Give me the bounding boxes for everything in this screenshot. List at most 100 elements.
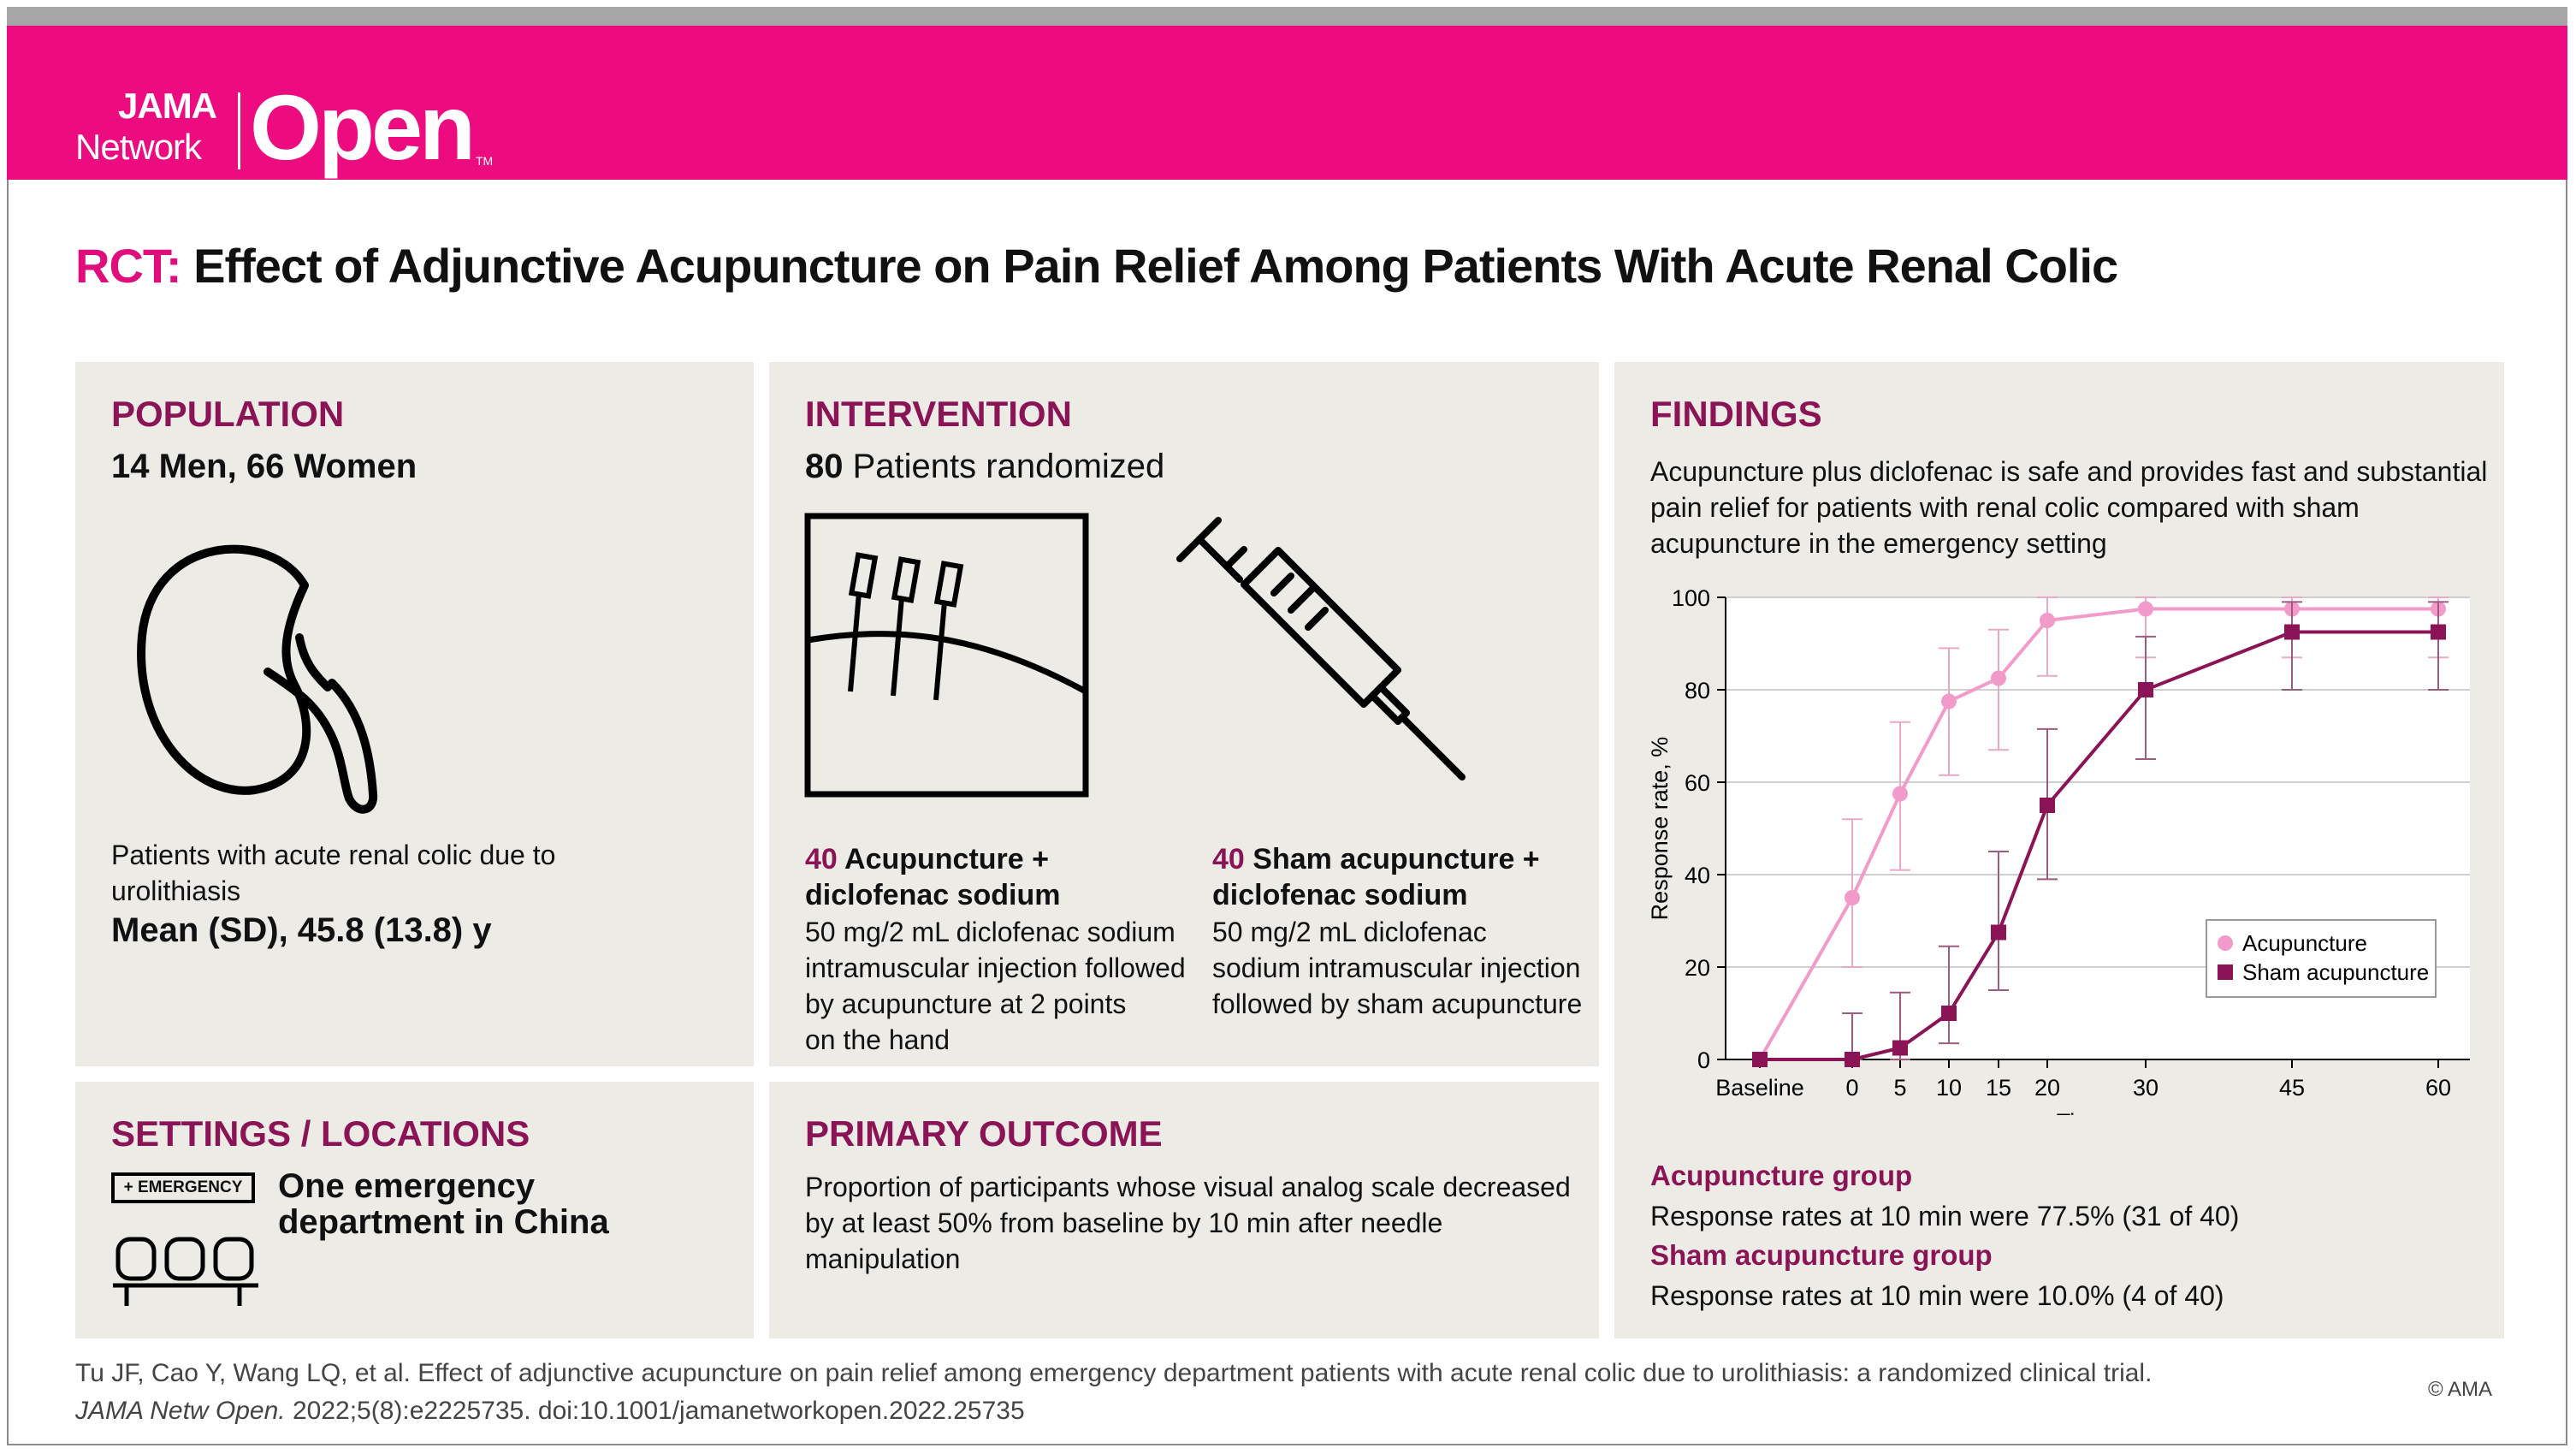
data-point-sham xyxy=(2284,624,2300,640)
findings-summary: Acupuncture plus diclofenac is safe and … xyxy=(1650,454,2487,561)
emergency-sign-label: + EMERGENCY xyxy=(123,1178,243,1196)
data-point-sham xyxy=(1892,1040,1908,1056)
top-band xyxy=(7,7,2567,26)
legend-label: Sham acupuncture xyxy=(2242,959,2429,985)
population-panel: POPULATION 14 Men, 66 Women Patients wit… xyxy=(75,362,754,1066)
data-point-sham xyxy=(1941,1006,1957,1021)
data-point-acupuncture xyxy=(1845,890,1860,905)
x-tick-label: 30 xyxy=(2133,1075,2159,1101)
settings-line-1: One emergency xyxy=(278,1167,536,1205)
data-point-sham xyxy=(1845,1052,1860,1067)
y-tick-label: 100 xyxy=(1672,585,1710,611)
x-tick-label: 20 xyxy=(2034,1075,2060,1101)
logo-network: Network xyxy=(75,127,202,167)
y-tick-label: 60 xyxy=(1685,770,1710,796)
population-counts: 14 Men, 66 Women xyxy=(111,448,417,485)
legend-marker xyxy=(2218,935,2233,951)
arm1-count: 40 xyxy=(805,843,838,875)
y-tick-label: 0 xyxy=(1697,1047,1710,1073)
y-axis-label: Response rate, % xyxy=(1647,737,1673,921)
x-tick-label: 15 xyxy=(1986,1075,2011,1101)
data-point-acupuncture xyxy=(1941,693,1957,709)
arm1-desc: 50 mg/2 mL diclofenac sodium intramuscul… xyxy=(805,914,1186,1058)
syringe-icon xyxy=(1176,517,1466,780)
legend-marker xyxy=(2218,964,2233,980)
data-point-sham xyxy=(1991,924,2006,941)
x-tick-label: 10 xyxy=(1936,1075,1962,1101)
findings-heading: FINDINGS xyxy=(1650,394,1822,434)
logo-jama: JAMA xyxy=(118,86,217,126)
primary-outcome-panel: PRIMARY OUTCOME Proportion of participan… xyxy=(769,1082,1599,1338)
arm2-desc: 50 mg/2 mL diclofenac sodium intramuscul… xyxy=(1212,914,1582,1022)
arm1-desc-2: intramuscular injection followed xyxy=(805,953,1186,983)
population-desc-2: urolithiasis xyxy=(111,875,241,906)
population-heading: POPULATION xyxy=(111,394,345,434)
intervention-panel: INTERVENTION 80 Patients randomized xyxy=(769,362,1599,1066)
randomized-count: 80 xyxy=(805,448,844,485)
arm2-name-1: Sham acupuncture + xyxy=(1252,843,1540,875)
arm1-desc-1: 50 mg/2 mL diclofenac sodium xyxy=(805,917,1175,947)
citation-line-2: JAMA Netw Open. 2022;5(8):e2225735. doi:… xyxy=(75,1392,2152,1430)
settings-heading: SETTINGS / LOCATIONS xyxy=(111,1113,530,1154)
group2-title: Sham acupuncture group xyxy=(1650,1239,1993,1271)
header-bar: JAMA Network Open TM xyxy=(7,26,2567,180)
data-point-sham xyxy=(2040,798,2055,813)
kidney-icon xyxy=(137,544,378,814)
data-point-sham xyxy=(2138,682,2153,697)
logo-divider xyxy=(238,92,240,169)
findings-line-3: acupuncture in the emergency setting xyxy=(1650,528,2107,559)
data-point-sham xyxy=(2431,624,2446,640)
waiting-chairs-icon xyxy=(113,1237,258,1306)
findings-panel: FINDINGS Acupuncture plus diclofenac is … xyxy=(1614,362,2504,1338)
primary-outcome-text: Proportion of participants whose visual … xyxy=(805,1169,1571,1277)
arm2-count: 40 xyxy=(1212,843,1245,875)
population-age: Mean (SD), 45.8 (13.8) y xyxy=(111,911,492,949)
data-point-acupuncture xyxy=(2040,613,2055,628)
randomized-text: Patients randomized xyxy=(852,448,1165,485)
x-axis-label: Time, m xyxy=(2057,1109,2140,1115)
response-rate-chart: 020406080100Baseline05101520304560Time, … xyxy=(1647,585,2470,1115)
legend-box xyxy=(2206,919,2437,998)
title-prefix: RCT: xyxy=(75,239,182,293)
data-point-acupuncture xyxy=(1892,786,1908,802)
copyright: © AMA xyxy=(2428,1378,2493,1401)
arm2-desc-1: 50 mg/2 mL diclofenac xyxy=(1212,917,1487,947)
x-tick-label: 60 xyxy=(2425,1075,2451,1101)
y-tick-label: 20 xyxy=(1685,955,1710,981)
findings-line-1: Acupuncture plus diclofenac is safe and … xyxy=(1650,456,2488,487)
citation-line-1: Tu JF, Cao Y, Wang LQ, et al. Effect of … xyxy=(75,1359,2153,1387)
logo-tm: TM xyxy=(476,154,494,168)
citation-rest: 2022;5(8):e2225735. doi:10.1001/jamanetw… xyxy=(292,1397,1025,1425)
settings-line-2: department in China xyxy=(278,1203,609,1241)
group2-text: Response rates at 10 min were 10.0% (4 o… xyxy=(1650,1280,2224,1311)
group1-title: Acupuncture group xyxy=(1650,1160,1913,1191)
emergency-sign-icon: + EMERGENCY xyxy=(111,1172,255,1203)
arm2-desc-3: followed by sham acupuncture xyxy=(1212,988,1583,1019)
x-tick-label: 5 xyxy=(1893,1075,1906,1101)
acupuncture-needles-icon xyxy=(804,513,1089,798)
page-title: RCT: Effect of Adjunctive Acupuncture on… xyxy=(75,238,2118,294)
x-tick-label: 45 xyxy=(2279,1075,2305,1101)
x-tick-label: 0 xyxy=(1845,1075,1858,1101)
logo-open: Open xyxy=(250,75,476,179)
primary-outcome-heading: PRIMARY OUTCOME xyxy=(805,1113,1163,1154)
population-desc-1: Patients with acute renal colic due to xyxy=(111,840,556,870)
arm2-title: 40 Sham acupuncture + diclofenac sodium xyxy=(1212,841,1540,913)
arm1-desc-3: by acupuncture at 2 points xyxy=(805,988,1127,1019)
data-point-sham xyxy=(1752,1052,1768,1067)
legend-label: Acupuncture xyxy=(2242,930,2367,956)
arm1-name-1: Acupuncture + xyxy=(844,843,1049,875)
y-tick-label: 40 xyxy=(1685,863,1710,888)
primary-outcome-line-2: by at least 50% from baseline by 10 min … xyxy=(805,1208,1443,1238)
data-point-acupuncture xyxy=(1991,670,2006,686)
citation-journal: JAMA Netw Open. xyxy=(75,1397,286,1425)
findings-line-2: pain relief for patients with renal coli… xyxy=(1650,492,2360,523)
group1-text: Response rates at 10 min were 77.5% (31 … xyxy=(1650,1201,2240,1231)
x-tick-label: Baseline xyxy=(1715,1075,1804,1101)
arm1-name-2: diclofenac sodium xyxy=(805,879,1061,911)
randomized-line: 80 Patients randomized xyxy=(805,448,1164,486)
arm1-title: 40 Acupuncture + diclofenac sodium xyxy=(805,841,1061,913)
arm2-name-2: diclofenac sodium xyxy=(1212,879,1468,911)
settings-panel: SETTINGS / LOCATIONS + EMERGENCY One eme… xyxy=(75,1082,754,1338)
primary-outcome-line-3: manipulation xyxy=(805,1243,961,1274)
